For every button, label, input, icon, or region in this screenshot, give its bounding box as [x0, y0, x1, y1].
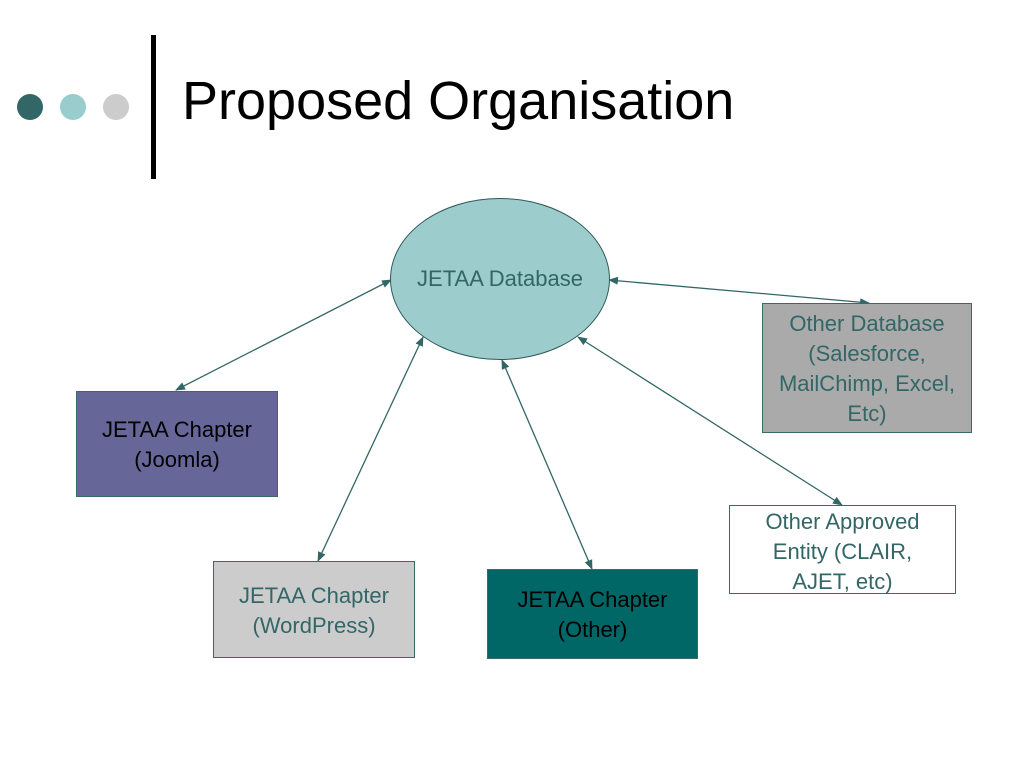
jetaa-database-label: JETAA Database — [417, 266, 583, 291]
jetaa-chapter-other-label: JETAA Chapter (Other) — [517, 587, 668, 642]
jetaa-chapter-wordpress-node: JETAA Chapter (WordPress) — [213, 561, 415, 658]
other-approved-entity-label: Other Approved Entity (CLAIR, AJET, etc) — [765, 509, 920, 594]
connector-database-approved-entity — [577, 336, 843, 506]
connector-database-joomla — [175, 279, 392, 391]
decorative-dot-dark — [17, 94, 43, 120]
jetaa-chapter-wordpress-label: JETAA Chapter (WordPress) — [239, 583, 389, 638]
other-approved-entity-node: Other Approved Entity (CLAIR, AJET, etc) — [729, 505, 956, 594]
jetaa-chapter-joomla-node: JETAA Chapter (Joomla) — [76, 391, 278, 497]
connector-database-other-database — [608, 276, 870, 307]
decorative-dot-teal — [60, 94, 86, 120]
decorative-dot-grey — [103, 94, 129, 120]
jetaa-chapter-other-node: JETAA Chapter (Other) — [487, 569, 698, 659]
title-divider — [151, 35, 156, 179]
connector-database-wordpress — [317, 336, 424, 562]
other-database-node: Other Database (Salesforce, MailChimp, E… — [762, 303, 972, 433]
slide-title: Proposed Organisation — [182, 71, 735, 131]
connector-database-other-chapter — [501, 359, 593, 570]
jetaa-chapter-joomla-label: JETAA Chapter (Joomla) — [102, 417, 252, 472]
other-database-label: Other Database (Salesforce, MailChimp, E… — [778, 311, 956, 426]
jetaa-database-node: JETAA Database — [390, 198, 610, 360]
